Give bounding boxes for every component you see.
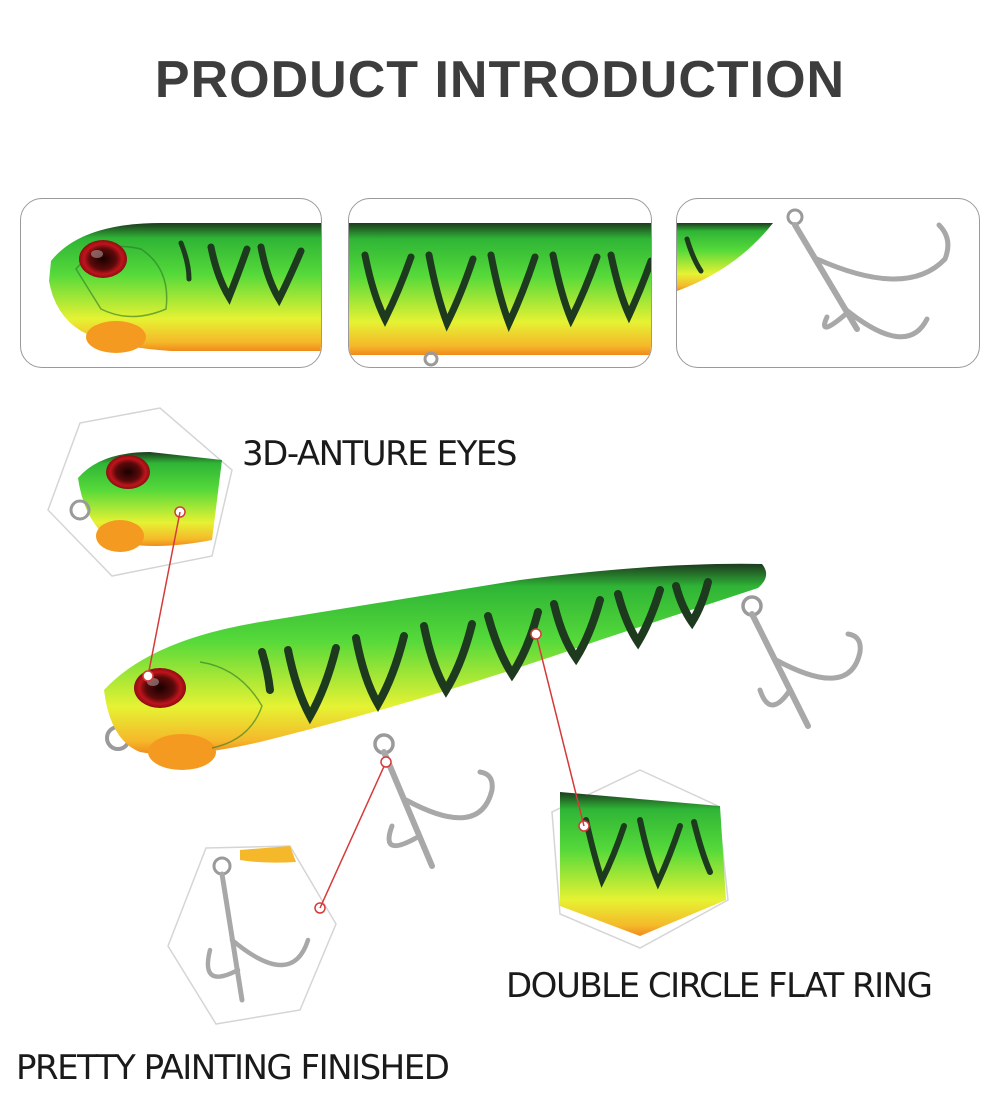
belly-hook	[373, 733, 495, 869]
callout-lines	[147, 511, 585, 909]
detail-panel-paint	[348, 198, 652, 368]
rear-hook	[741, 595, 863, 729]
feature-eyes-label: 3D-ANTURE EYES	[242, 434, 517, 474]
lure-hook-image	[677, 208, 951, 340]
feature-ring-label: DOUBLE CIRCLE FLAT RING	[506, 966, 933, 1006]
hook-hex-callout	[167, 845, 337, 1025]
lure-head-image	[49, 223, 321, 353]
page-title: PRODUCT INTRODUCTION	[154, 51, 846, 109]
eyes-hex-callout	[47, 407, 233, 577]
lure-paint-image	[349, 223, 651, 367]
detail-panel-head	[20, 198, 322, 368]
detail-panel-hook	[676, 198, 980, 368]
feature-painting-label: PRETTY PAINTING FINISHED	[16, 1048, 450, 1088]
paint-hex-callout	[551, 769, 729, 949]
lure-body	[104, 563, 767, 770]
